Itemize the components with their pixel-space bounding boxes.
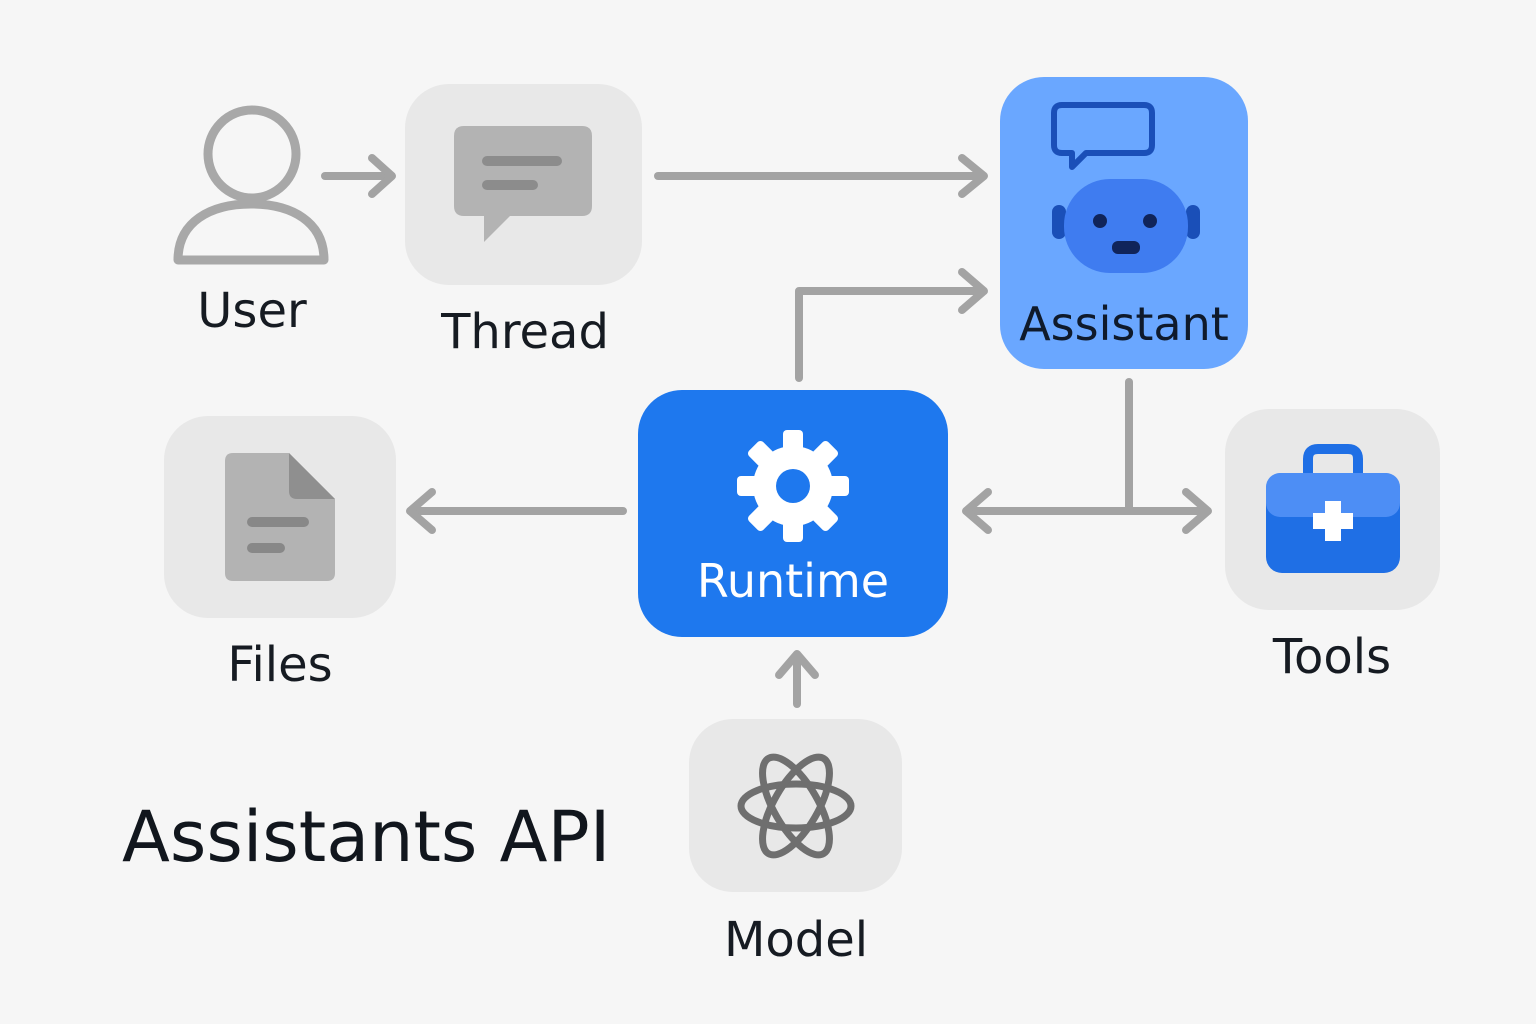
model-label: Model [723,912,869,968]
atom-icon [737,753,854,858]
edge-thread-assistant [654,154,988,198]
diagram-title: Assistants API [122,796,611,878]
edge-runtime-assistant [795,268,988,382]
user-label: User [197,283,307,339]
thread-tile [405,84,642,285]
thread-label: Thread [441,304,609,360]
toolbox-icon [1265,443,1400,573]
edge-assistant-tools [962,378,1212,534]
gear-icon [737,430,849,542]
runtime-label: Runtime [696,554,890,608]
edge-user-thread [321,154,396,198]
document-icon [225,453,335,581]
robot-icon [1051,102,1200,273]
edge-model-runtime [775,650,819,708]
model-tile [689,719,902,892]
assistant-node: Assistant [1000,77,1248,369]
runtime-node: Runtime [638,390,948,637]
files-tile [164,416,396,618]
tools-tile [1225,409,1440,610]
tools-label: Tools [1272,629,1392,685]
person-icon [173,105,329,265]
chat-message-icon [453,125,592,242]
files-label: Files [227,637,333,693]
assistant-label: Assistant [1019,297,1229,351]
edge-runtime-files [406,488,627,534]
